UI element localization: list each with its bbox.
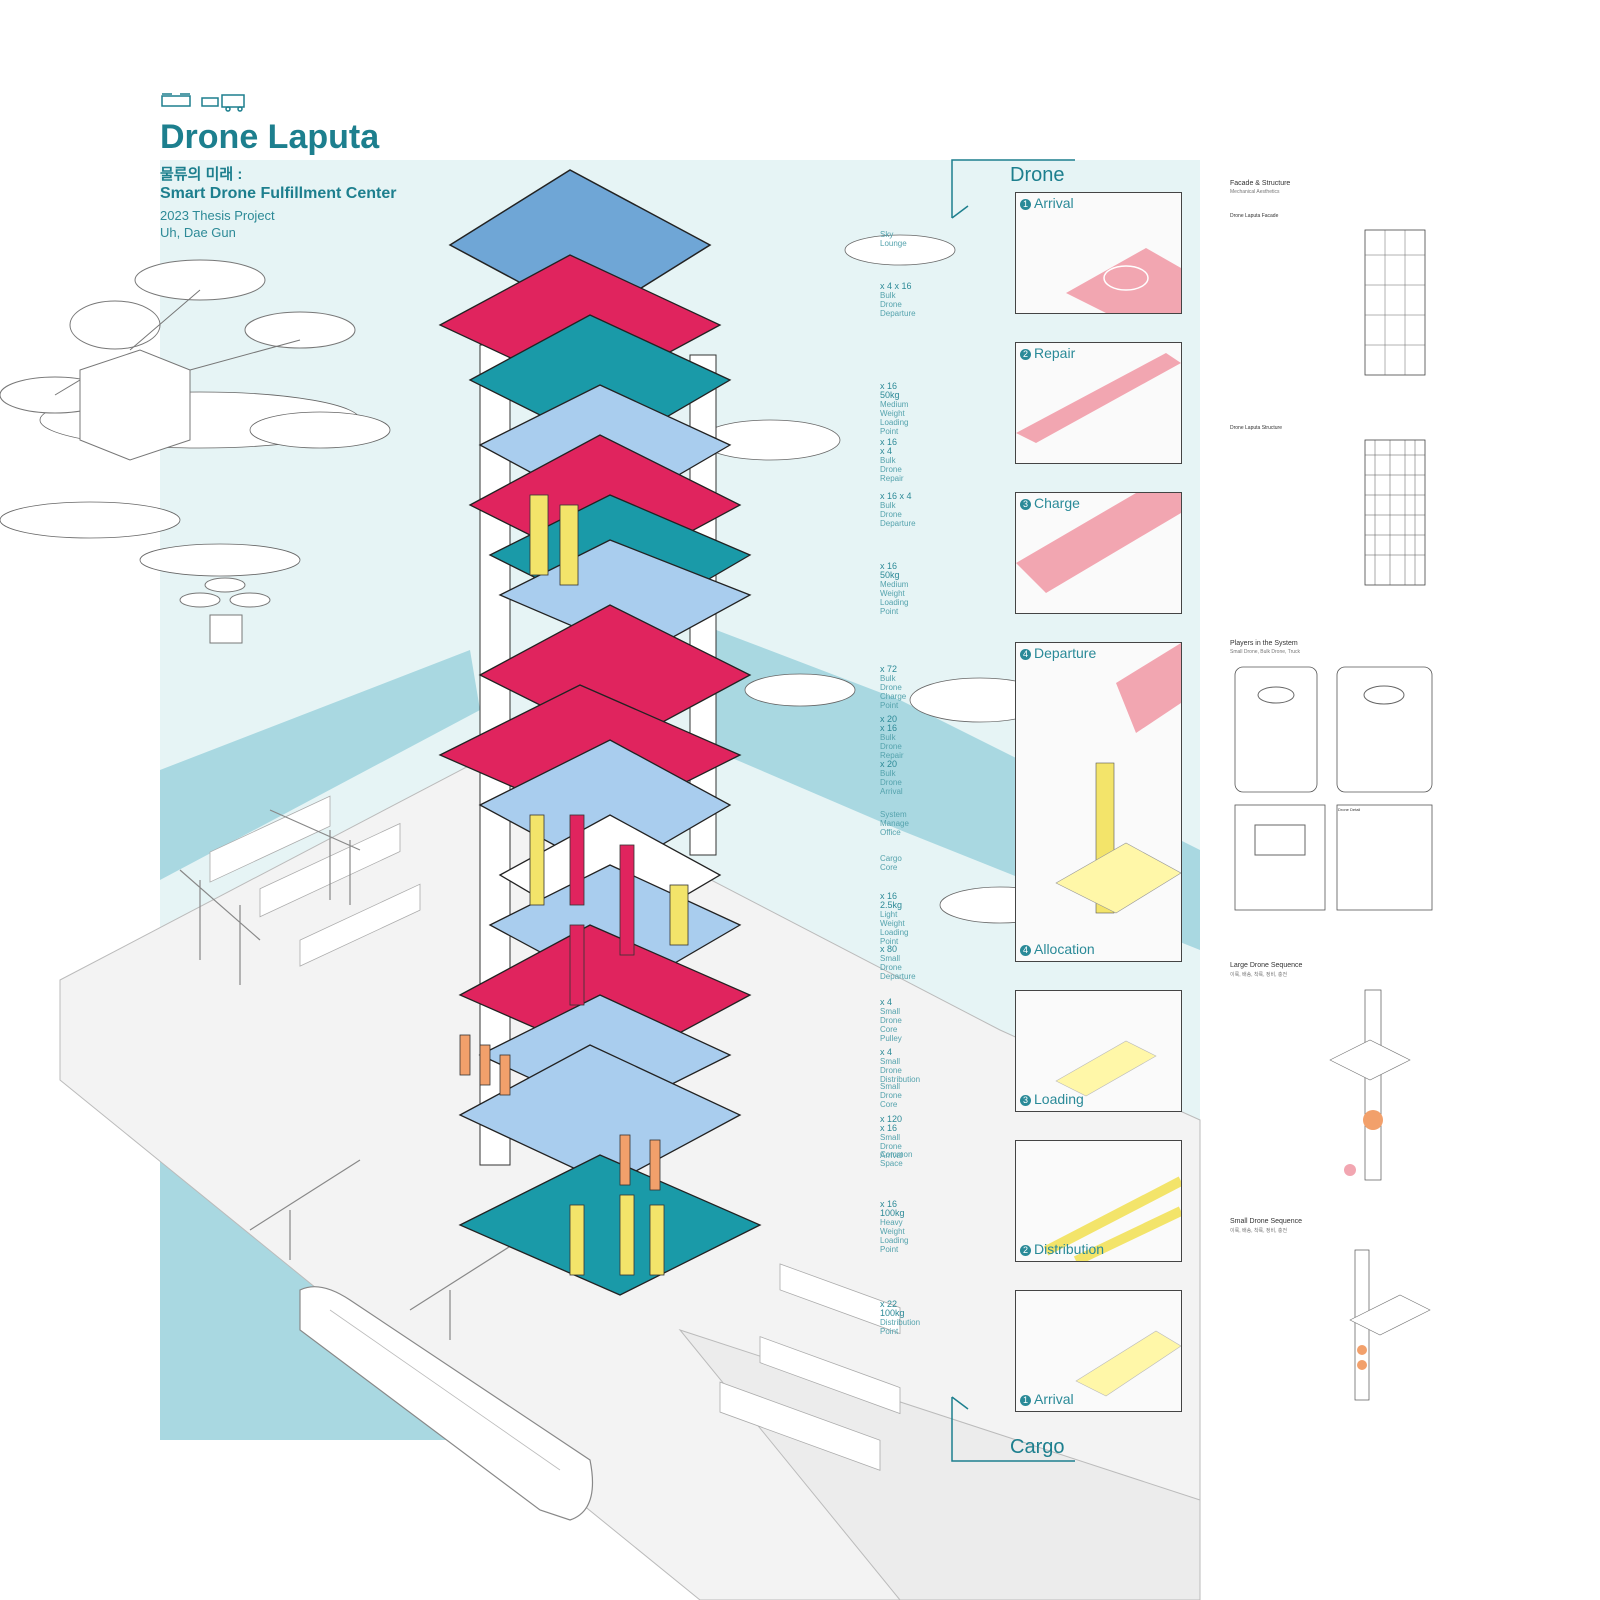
drone-group-heading: Drone	[1010, 164, 1065, 186]
structure-title: Drone Laputa Structure	[1230, 425, 1282, 431]
drone-icon	[161, 95, 191, 107]
subtitle-english: Smart Drone Fulfillment Center	[160, 185, 397, 202]
small-sequence-heading: Small Drone Sequence	[1230, 1218, 1302, 1225]
legend-item: Cargo Core	[880, 854, 902, 872]
cranes	[179, 809, 521, 1340]
drone-detail-label: Drone Detail	[1338, 807, 1361, 812]
water-bay	[160, 1040, 760, 1440]
subtitle-korean: 물류의 미래 :	[160, 166, 243, 183]
facade-heading: Facade & Structure	[1230, 180, 1291, 187]
ship-deck-line	[329, 1309, 561, 1471]
drone-group-bracket	[951, 159, 1075, 219]
truck-icon	[221, 94, 245, 108]
large-sequence-diagram	[1329, 989, 1411, 1181]
small-drone-card	[1234, 666, 1318, 793]
drone-detail-card	[1336, 804, 1433, 911]
legend-item: System Manage Office	[880, 810, 909, 837]
structure-elevation	[1364, 439, 1426, 586]
container-yard	[209, 795, 901, 1471]
large-sequence-heading: Large Drone Sequence	[1230, 962, 1303, 969]
players-heading: Players in the System	[1230, 640, 1298, 647]
project-year: 2023 Thesis Project	[160, 208, 275, 223]
facade-elevation	[1364, 229, 1426, 376]
storage-racks	[529, 494, 689, 1276]
water-channel-left	[160, 650, 480, 880]
author: Uh, Dae Gun	[160, 225, 236, 240]
page-title: Drone Laputa	[160, 118, 380, 156]
facade-title: Drone Laputa Facade	[1230, 213, 1279, 219]
small-sequence-diagram	[1349, 1249, 1431, 1401]
header-icons	[160, 90, 260, 117]
small-drone-illustration	[179, 577, 271, 644]
players-cards	[1234, 666, 1433, 911]
orange-columns	[459, 1034, 661, 1191]
legend-item: Small Drone Core	[880, 1082, 902, 1109]
legend-item: Common Space	[880, 1150, 913, 1168]
drone-columns	[569, 814, 635, 1006]
cargo-group-bracket	[951, 1396, 1075, 1462]
legend-item: Sky Lounge	[880, 230, 907, 248]
truck-card	[1234, 804, 1326, 911]
cargo-group-heading: Cargo	[1010, 1436, 1065, 1458]
bulk-drone-card	[1336, 666, 1433, 793]
road	[678, 1328, 1201, 1600]
tower-diagram	[438, 169, 762, 1296]
drone-icon	[201, 97, 219, 107]
big-drone-illustration	[0, 259, 356, 461]
cargo-ship	[299, 1286, 594, 1521]
